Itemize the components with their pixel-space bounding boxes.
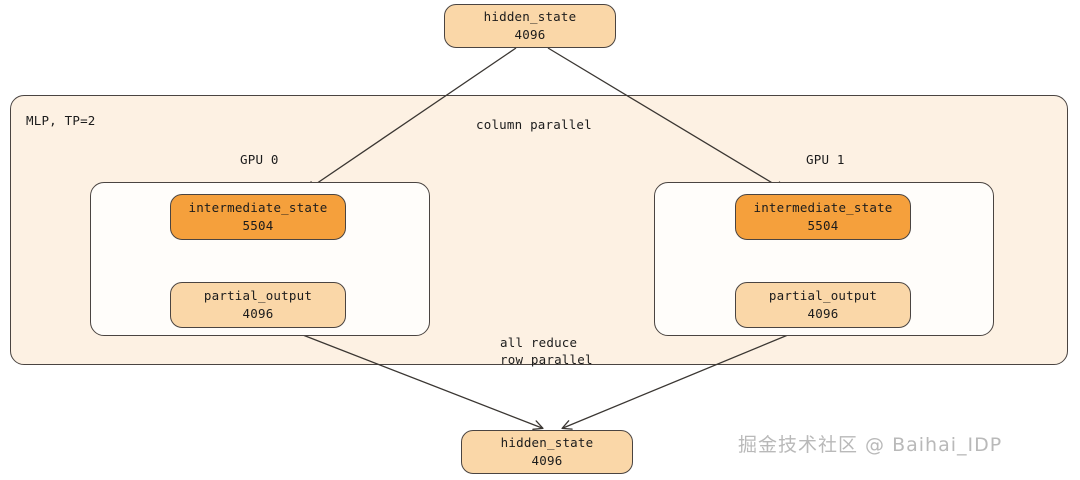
- node-value: 4096: [531, 453, 563, 468]
- label-row-parallel: row parallel: [500, 352, 593, 367]
- gpu-0-node-partial-output[interactable]: partial_output 4096: [170, 282, 346, 328]
- mlp-container-label: MLP, TP=2: [26, 113, 96, 128]
- node-title: partial_output: [203, 287, 313, 303]
- node-title: hidden_state: [500, 434, 594, 450]
- gpu-0-node-intermediate-state[interactable]: intermediate_state 5504: [170, 194, 346, 240]
- edge-gpu0-to-output: [289, 329, 544, 430]
- gpu-1-node-partial-output[interactable]: partial_output 4096: [735, 282, 911, 328]
- edge-gpu1-to-output: [561, 329, 801, 430]
- edge-input-to-gpu1: [547, 47, 786, 192]
- label-column-parallel: column parallel: [476, 117, 592, 132]
- node-title: hidden_state: [483, 8, 577, 24]
- gpu-1-label: GPU 1: [806, 152, 845, 167]
- gpu-1-node-intermediate-state[interactable]: intermediate_state 5504: [735, 194, 911, 240]
- node-value: 4096: [807, 306, 839, 321]
- gpu-0-label: GPU 0: [240, 152, 279, 167]
- edge-input-to-gpu0: [305, 47, 517, 192]
- node-input-hidden-state[interactable]: hidden_state 4096: [444, 4, 616, 48]
- node-title: intermediate_state: [753, 199, 893, 215]
- watermark: 掘金技术社区 @ Baihai_IDP: [738, 434, 1003, 456]
- label-all-reduce: all reduce: [500, 335, 578, 350]
- node-title: intermediate_state: [188, 199, 328, 215]
- node-value: 5504: [807, 218, 839, 233]
- node-value: 5504: [242, 218, 274, 233]
- node-output-hidden-state[interactable]: hidden_state 4096: [461, 430, 633, 474]
- node-value: 4096: [514, 27, 546, 42]
- node-title: partial_output: [768, 287, 878, 303]
- node-value: 4096: [242, 306, 274, 321]
